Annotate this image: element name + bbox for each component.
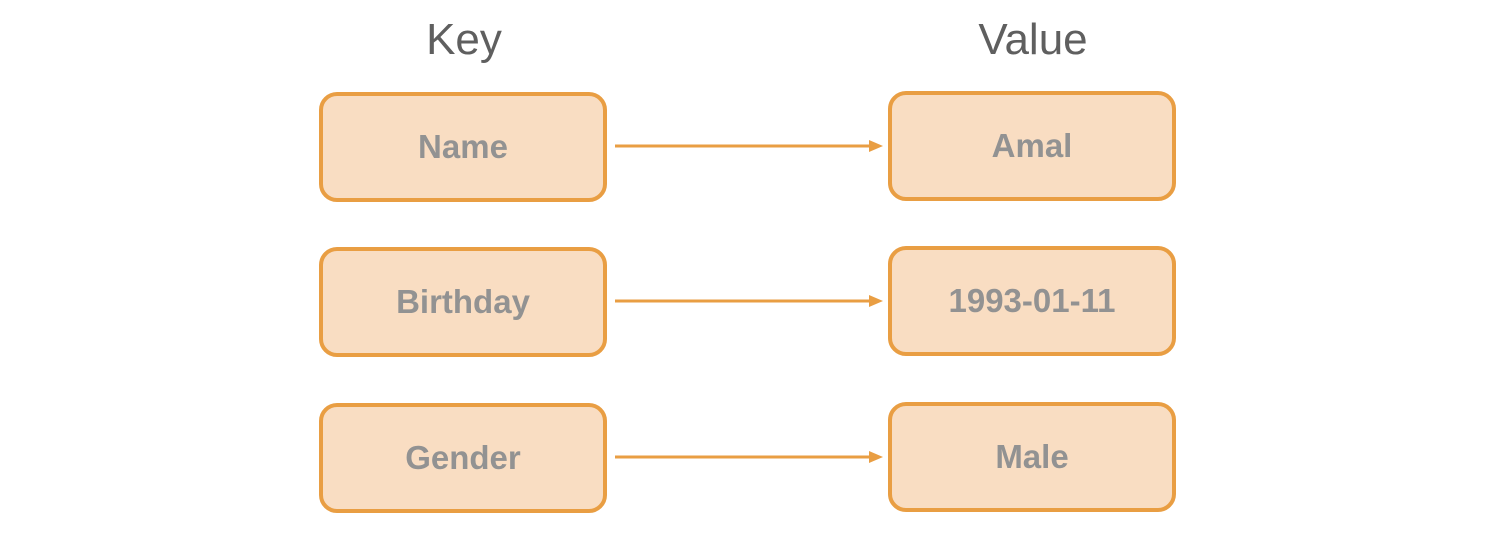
value-box-gender: Male xyxy=(888,402,1176,512)
key-label: Name xyxy=(418,128,508,165)
key-box-gender: Gender xyxy=(319,403,607,513)
key-label: Gender xyxy=(405,439,521,476)
value-label: 1993-01-11 xyxy=(948,282,1116,319)
key-box-name: Name xyxy=(319,92,607,202)
key-label: Birthday xyxy=(396,283,530,320)
key-column-header: Key xyxy=(426,15,502,64)
value-label: Amal xyxy=(991,127,1073,164)
value-box-name: Amal xyxy=(888,91,1176,201)
value-column-header: Value xyxy=(978,15,1088,64)
value-box-birthday: 1993-01-11 xyxy=(888,246,1176,356)
key-box-birthday: Birthday xyxy=(319,247,607,357)
value-label: Male xyxy=(995,438,1069,475)
